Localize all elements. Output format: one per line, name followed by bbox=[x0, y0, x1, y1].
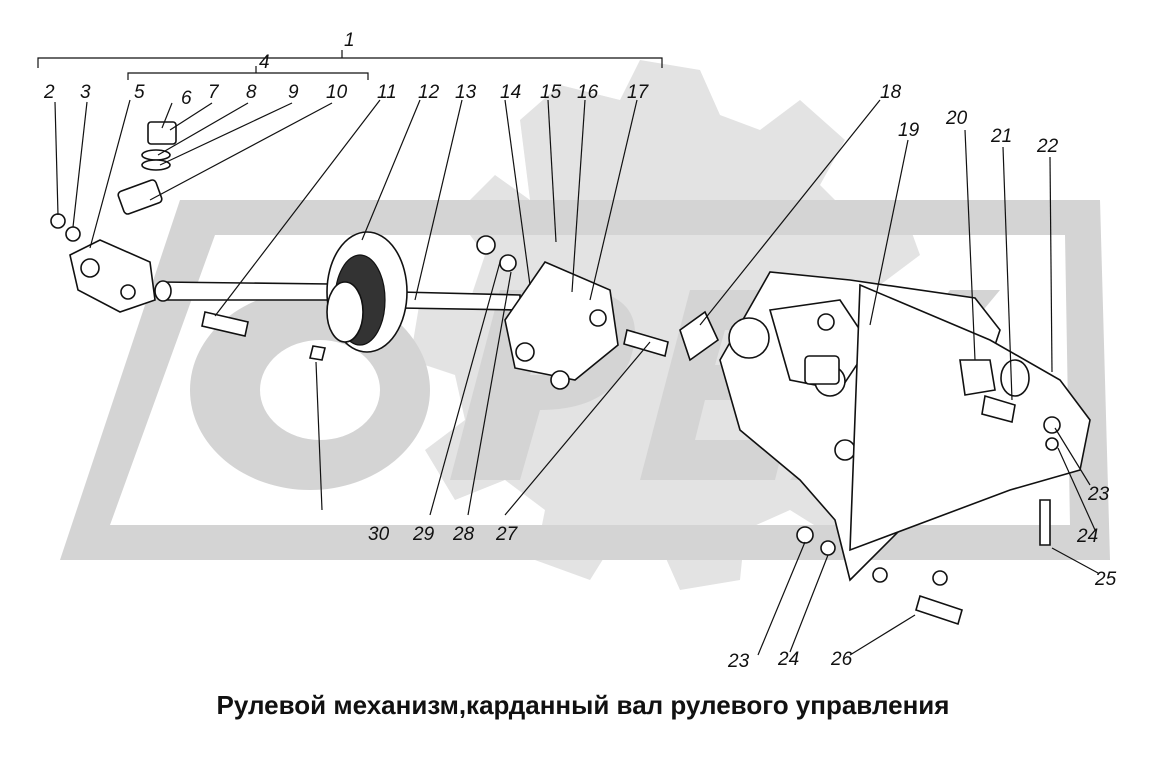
callout-12: 12 bbox=[418, 82, 440, 103]
callout-21: 21 bbox=[990, 126, 1012, 147]
callout-14: 14 bbox=[500, 82, 521, 103]
callout-22: 22 bbox=[1036, 136, 1059, 157]
middle-joint bbox=[476, 235, 669, 390]
callout-26: 26 bbox=[830, 649, 853, 670]
watermark-letter-p bbox=[450, 290, 635, 480]
diagram-caption: Рулевой механизм,карданный вал рулевого … bbox=[216, 690, 950, 720]
callout-27: 27 bbox=[495, 524, 519, 545]
callout-4: 4 bbox=[259, 52, 270, 73]
callout-13: 13 bbox=[455, 82, 477, 103]
callout-11: 11 bbox=[377, 82, 397, 103]
callout-30: 30 bbox=[368, 524, 390, 545]
callout-6: 6 bbox=[181, 88, 192, 109]
callout-5: 5 bbox=[134, 82, 145, 103]
callout-labels: 1 2 3 4 5 6 7 8 9 10 11 12 13 14 15 16 1… bbox=[43, 30, 1117, 672]
callout-9: 9 bbox=[288, 82, 299, 103]
callout-1: 1 bbox=[344, 30, 355, 51]
callout-20: 20 bbox=[945, 108, 968, 129]
left-joint bbox=[50, 121, 177, 313]
callout-10: 10 bbox=[326, 82, 348, 103]
callout-8: 8 bbox=[246, 82, 257, 103]
steering-gear-box bbox=[679, 271, 1091, 626]
callout-29: 29 bbox=[412, 524, 435, 545]
callout-16: 16 bbox=[577, 82, 599, 103]
callout-18: 18 bbox=[880, 82, 902, 103]
callout-23-bottom: 23 bbox=[727, 651, 750, 672]
callout-3: 3 bbox=[80, 82, 91, 103]
callout-15: 15 bbox=[540, 82, 562, 103]
callout-24-bottom: 24 bbox=[777, 649, 799, 670]
callout-7: 7 bbox=[208, 82, 220, 103]
steering-column bbox=[154, 231, 521, 361]
callout-23-right: 23 bbox=[1087, 484, 1110, 505]
callout-19: 19 bbox=[898, 120, 920, 141]
leader-lines bbox=[54, 99, 1099, 656]
group-brackets bbox=[37, 50, 663, 80]
callout-24-right: 24 bbox=[1076, 526, 1098, 547]
callout-28: 28 bbox=[452, 524, 475, 545]
callout-17: 17 bbox=[627, 82, 650, 103]
callout-2: 2 bbox=[43, 82, 55, 103]
callout-25: 25 bbox=[1094, 569, 1117, 590]
